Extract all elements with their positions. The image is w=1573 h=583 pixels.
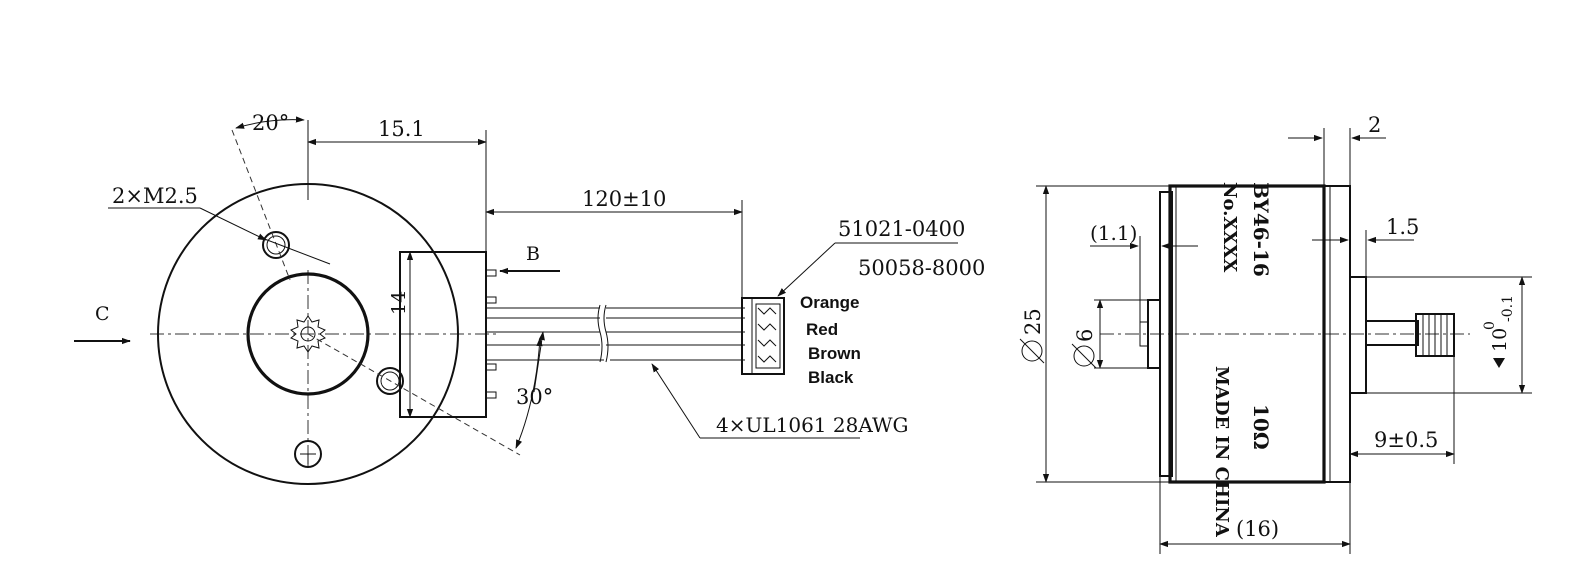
dim-shaft-diameter: 6 [1073,329,1097,342]
wire-color-black: Black [808,368,854,387]
wire-bundle-leader [533,331,545,393]
wire-color-orange: Orange [800,293,860,312]
dim-angle-top: 20° [252,111,289,135]
connector-part-1: 51021-0400 [838,217,965,241]
dim-holes: 2×M2.5 [112,184,198,208]
dim-top: 2 [1368,113,1381,137]
dim-shaft-diameter-group: 6 [1071,329,1097,369]
dim-height: 14 [388,291,410,315]
body-label-resistance: 10Ω [1249,404,1273,450]
angle-line-30deg [307,333,521,456]
motor-shaft [1365,320,1419,346]
cable-wires [486,304,745,363]
dim-diameter-group: 25 [1019,308,1045,364]
mounting-hole-top [262,231,290,259]
pinion-hub [300,326,316,342]
rear-bearing [1139,321,1149,347]
view-label-c: C [95,303,110,325]
dim-boss: (1.1) [1090,221,1137,245]
dim-angle-bottom-arc [515,337,543,449]
wire-color-red: Red [806,320,838,339]
dim-gear: 10 [1489,328,1511,352]
terminal-pins [485,269,497,399]
dim-gear-tol-upper: 0 [1482,321,1498,330]
connector-plug [741,297,785,375]
body-label-origin: MADE IN CHINA [1211,366,1232,538]
view-label-b: B [526,243,540,265]
dim-diameter: 25 [1021,308,1045,335]
mounting-hole-bottom [294,440,322,468]
cable-spec: 4×UL1061 28AWG [716,413,909,437]
pinion-gear [290,315,326,353]
hole-leader-line [261,237,331,265]
front-bearing-boss [1349,276,1367,394]
side-view: BY46-16 No.XXXX 10Ω MADE IN CHINA 25 6 (… [1019,113,1532,554]
dim-cable-length: 120±10 [582,187,666,211]
motor-inner-boss [246,272,370,396]
body-label-no: No.XXXX [1219,182,1240,272]
body-label-model: BY46-16 [1249,182,1273,277]
dim-flange: 1.5 [1386,215,1419,239]
front-view: B C 15.1 20° 2×M2.5 120±10 14 30° [74,111,785,485]
dim-width: 15.1 [378,117,425,141]
dim-gear-group: 10 0 -0.1 [1482,295,1516,368]
gear-teeth [1422,314,1448,356]
dim-body-length: (16) [1236,517,1279,541]
angle-line-20deg [231,129,291,281]
wire-color-brown: Brown [808,344,861,363]
connector-part-2: 50058-8000 [858,256,985,280]
cable-spec-leader [651,363,701,439]
connector-callouts: 51021-0400 50058-8000 Orange Red Brown B… [533,217,985,439]
leader-holes [199,207,267,241]
dim-shaft-length: 9±0.5 [1374,428,1438,452]
connector-leader [777,242,836,297]
dim-gear-tol-lower: -0.1 [1500,295,1516,322]
dim-angle-top-arc [235,116,305,129]
